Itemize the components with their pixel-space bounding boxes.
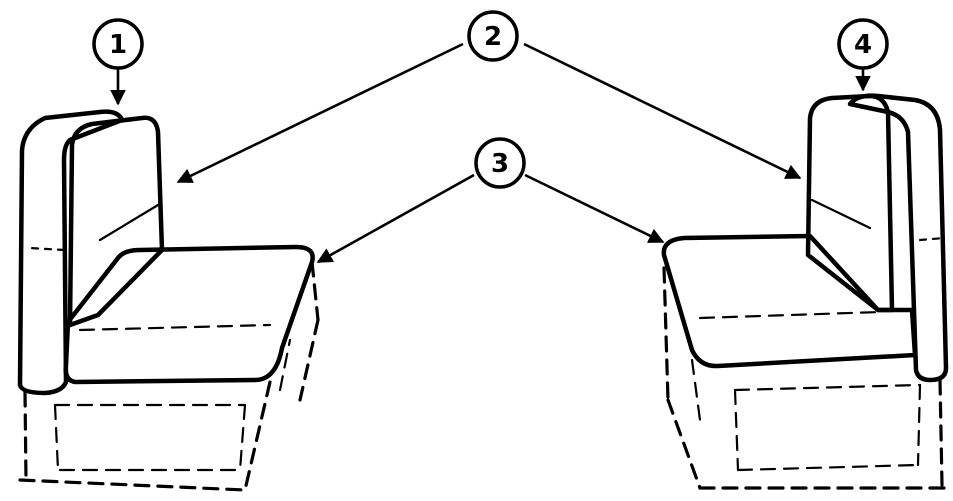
left-seat-outer-back-cushion: [17, 109, 125, 396]
left-seat-bottom-cushion: [63, 244, 315, 385]
callout-2: 2: [467, 10, 519, 62]
callout-1-label: 1: [109, 30, 127, 60]
left-seat-frame: [18, 318, 320, 492]
leader-lines: [110, 42, 871, 264]
right-seat: [661, 93, 949, 490]
callout-4: 4: [837, 18, 889, 70]
callout-4-label: 4: [854, 30, 872, 60]
callout-3-label: 3: [491, 149, 509, 179]
callout-3: 3: [474, 137, 526, 189]
callout-2-label: 2: [484, 22, 502, 52]
left-seat-back-cushion: [67, 115, 165, 328]
left-seat: [17, 109, 320, 492]
right-seat-outer-back-cushion: [847, 93, 949, 383]
callout-1: 1: [92, 18, 144, 70]
right-seat-bottom-cushion: [661, 233, 918, 369]
right-seat-frame: [662, 266, 947, 490]
